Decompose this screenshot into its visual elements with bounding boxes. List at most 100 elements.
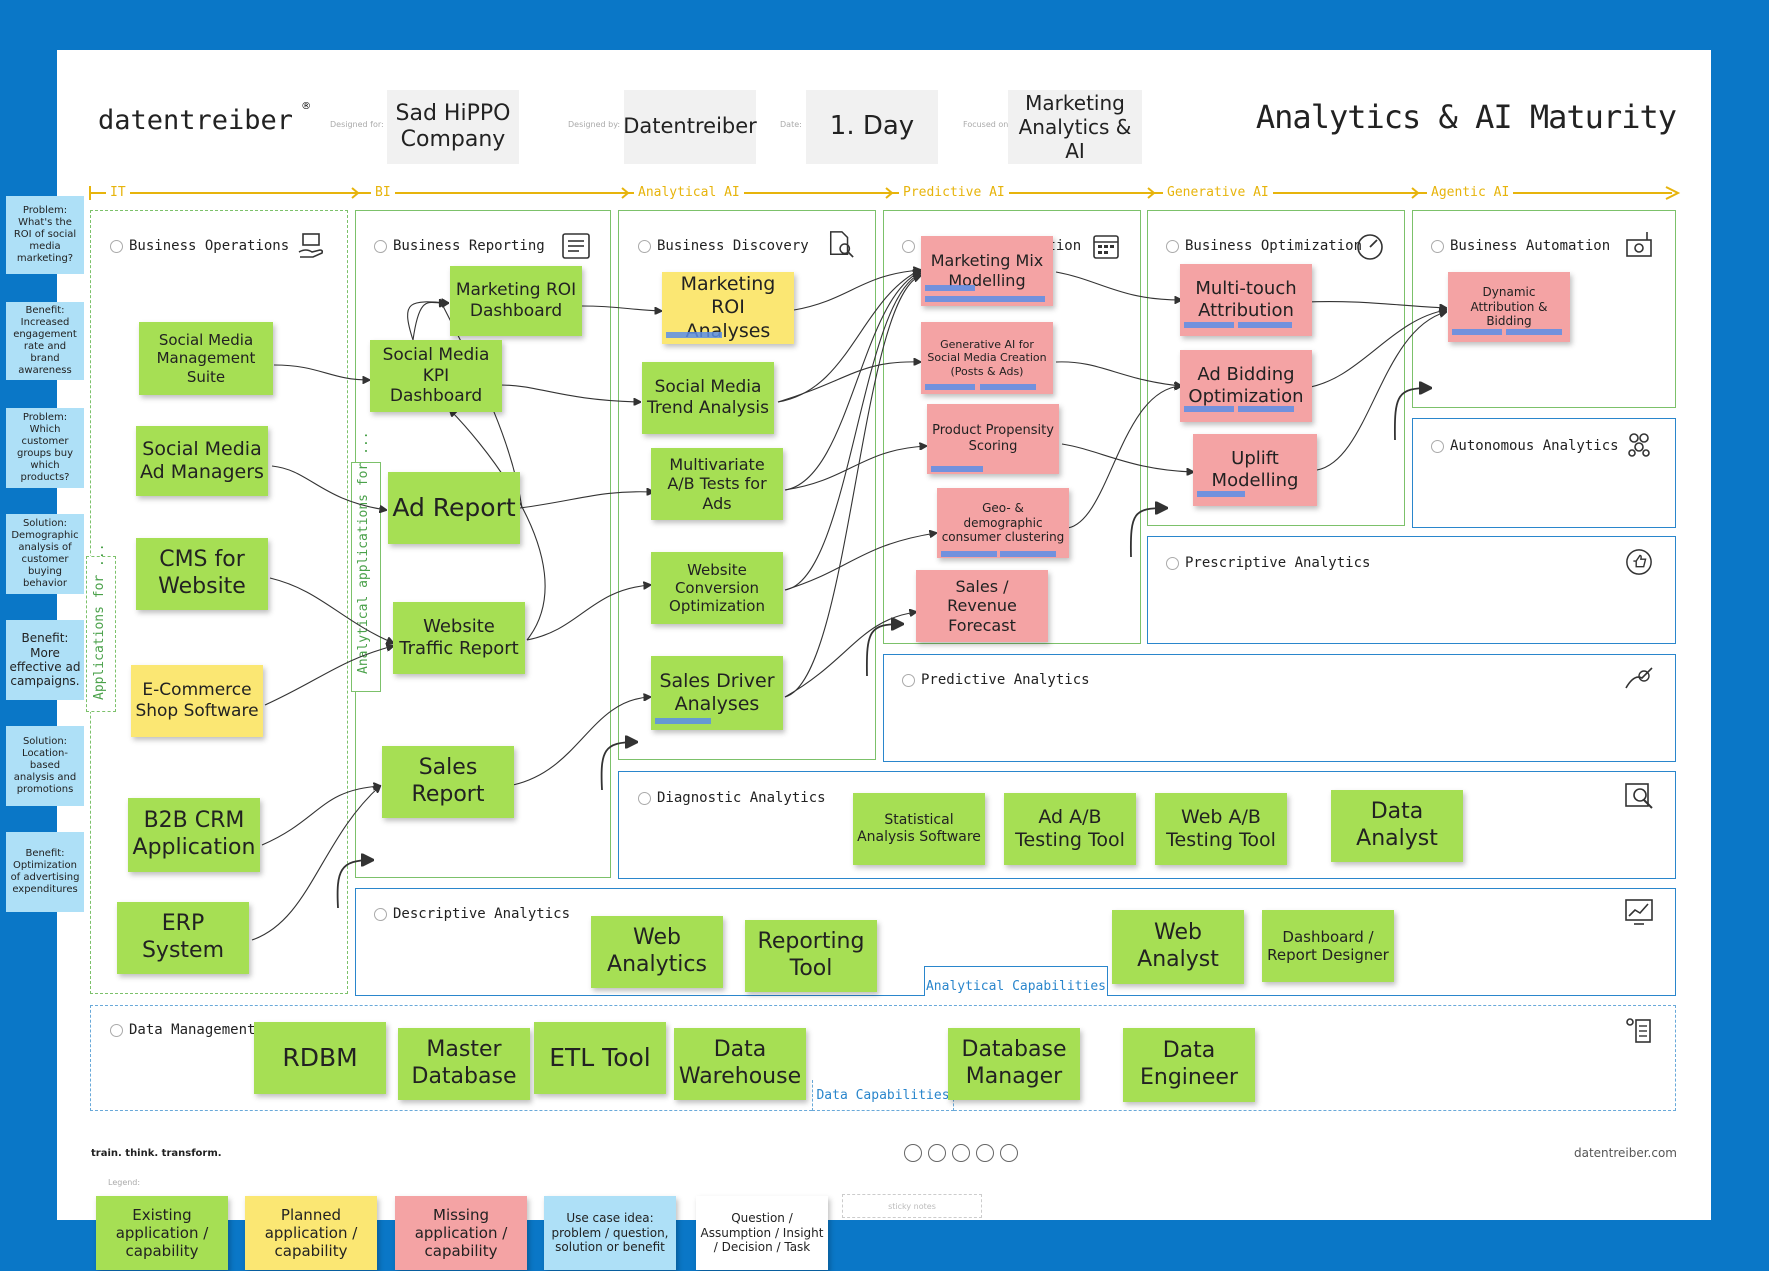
phase-label: BI bbox=[371, 185, 395, 200]
section-label: Autonomous Analytics bbox=[1431, 438, 1619, 454]
tag-chip bbox=[1452, 329, 1502, 335]
sticky-note[interactable]: Ad A/B Testing Tool bbox=[1004, 793, 1136, 865]
business-automation-frame bbox=[1412, 210, 1676, 408]
sticky-note[interactable]: Website Conversion Optimization bbox=[651, 552, 783, 624]
line-chart-icon bbox=[1625, 899, 1653, 925]
site-link[interactable]: datentreiber.com bbox=[1573, 1146, 1677, 1160]
sticky-note[interactable]: Social Media Management Suite bbox=[139, 322, 273, 395]
legend-label: Legend: bbox=[108, 1178, 141, 1187]
business-discovery-frame bbox=[618, 210, 876, 760]
speedometer-icon bbox=[1357, 234, 1383, 260]
data-capabilities-tab: Data Capabilities bbox=[812, 1080, 954, 1111]
autonomous-analytics-frame bbox=[1412, 418, 1676, 528]
sticky-note[interactable]: Statistical Analysis Software bbox=[853, 793, 985, 865]
sticky-note[interactable]: Multivariate A/B Tests for Ads bbox=[651, 448, 783, 520]
sticky-note[interactable]: Web Analyst bbox=[1112, 910, 1244, 984]
sticky-note[interactable]: Social Media Trend Analysis bbox=[642, 362, 774, 434]
sticky-note[interactable]: Geo- & demographic consumer clustering bbox=[937, 488, 1069, 558]
side-card[interactable]: Benefit: Increased engagement rate and b… bbox=[6, 302, 84, 380]
hand-device-icon bbox=[298, 233, 324, 258]
side-card[interactable]: Problem: Which customer groups buy which… bbox=[6, 408, 84, 488]
section-label: Prescriptive Analytics bbox=[1166, 555, 1370, 571]
sticky-note[interactable]: Web Analytics bbox=[591, 916, 723, 988]
legend-item: Missing application / capability bbox=[395, 1196, 527, 1270]
sticky-note[interactable]: Dashboard / Report Designer bbox=[1262, 910, 1394, 982]
diagnostic-magnifier-icon bbox=[1625, 783, 1653, 809]
tag-chip bbox=[980, 384, 1036, 390]
sticky-note[interactable]: Web A/B Testing Tool bbox=[1155, 793, 1287, 865]
tagline: train. think. transform. bbox=[91, 1148, 222, 1159]
tag-chip bbox=[1238, 322, 1292, 328]
sticky-notes-box: sticky notes bbox=[842, 1194, 982, 1218]
sticky-note[interactable]: Marketing ROI Dashboard bbox=[450, 266, 582, 336]
sticky-note[interactable]: Website Traffic Report bbox=[393, 602, 525, 674]
sticky-note[interactable]: B2B CRM Application bbox=[128, 798, 260, 872]
focus-box[interactable]: Marketing Analytics & AI bbox=[1008, 90, 1142, 164]
sticky-note[interactable]: Marketing ROI Analyses bbox=[662, 272, 794, 344]
sticky-note[interactable]: Product Propensity Scoring bbox=[927, 404, 1059, 474]
section-label: Predictive Analytics bbox=[902, 672, 1090, 688]
date-box[interactable]: 1. Day bbox=[806, 90, 938, 164]
section-label: Business Operations bbox=[110, 238, 289, 254]
legend-item: Existing application / capability bbox=[96, 1196, 228, 1270]
license-icons bbox=[904, 1144, 1018, 1162]
predictive-analytics-frame bbox=[883, 654, 1676, 762]
tag-chip bbox=[1184, 322, 1234, 328]
sticky-note[interactable]: Uplift Modelling bbox=[1193, 434, 1317, 506]
tag-chip bbox=[925, 384, 975, 390]
logo: datentreiber ® bbox=[90, 97, 312, 143]
sticky-note[interactable]: Reporting Tool bbox=[745, 920, 877, 992]
phase-label: Analytical AI bbox=[634, 185, 744, 200]
sticky-note[interactable]: RDBM bbox=[254, 1022, 386, 1094]
registered-mark: ® bbox=[301, 101, 312, 112]
sticky-note[interactable]: Generative AI for Social Media Creation … bbox=[921, 322, 1053, 394]
legend-item: Use case idea: problem / question, solut… bbox=[544, 1196, 676, 1270]
tag-chip bbox=[666, 332, 722, 338]
report-list-icon bbox=[562, 233, 590, 259]
side-card[interactable]: Benefit: Optimization of advertising exp… bbox=[6, 832, 84, 912]
document-search-icon bbox=[829, 231, 854, 258]
analytical-capabilities-tab: Analytical Capabilities bbox=[924, 966, 1108, 996]
clipboard-person-icon bbox=[1626, 1018, 1651, 1043]
side-card[interactable]: Problem: What's the ROI of social media … bbox=[6, 196, 84, 274]
sticky-note[interactable]: Social Media Ad Managers bbox=[136, 426, 268, 496]
section-label: Business Optimization bbox=[1166, 238, 1362, 254]
tag-chip bbox=[655, 718, 711, 724]
section-label: Data Management bbox=[110, 1022, 255, 1038]
date-label: Date: bbox=[780, 120, 802, 129]
side-card[interactable]: Solution: Location-based analysis and pr… bbox=[6, 726, 84, 806]
section-label: Diagnostic Analytics bbox=[638, 790, 826, 806]
side-card[interactable]: Benefit: More effective ad campaigns. bbox=[6, 620, 84, 700]
side-card[interactable]: Solution: Demographic analysis of custom… bbox=[6, 514, 84, 594]
phase-label: Agentic AI bbox=[1427, 185, 1514, 200]
tag-chip bbox=[1506, 329, 1562, 335]
designer-box[interactable]: Datentreiber bbox=[623, 90, 757, 164]
sticky-note[interactable]: ERP System bbox=[117, 902, 249, 974]
designed-for-label: Designed for: bbox=[330, 120, 384, 129]
section-label: Descriptive Analytics bbox=[374, 906, 570, 922]
logo-text: datentreiber bbox=[98, 104, 294, 136]
sticky-note[interactable]: Ad Report bbox=[388, 472, 520, 544]
phase-label: Generative AI bbox=[1163, 185, 1273, 200]
sticky-note[interactable]: Database Manager bbox=[948, 1028, 1080, 1100]
sticky-note[interactable]: Sales Report bbox=[382, 746, 514, 818]
sticky-note[interactable]: Master Database bbox=[398, 1028, 530, 1100]
applications-for-tab bbox=[86, 556, 116, 712]
tag-chip bbox=[1238, 406, 1294, 412]
sticky-note[interactable]: Data Analyst bbox=[1331, 790, 1463, 862]
section-label: Business Reporting bbox=[374, 238, 545, 254]
sticky-note[interactable]: Social Media KPI Dashboard bbox=[370, 340, 502, 412]
company-box[interactable]: Sad HiPPO Company bbox=[387, 90, 519, 164]
sticky-note[interactable]: E-Commerce Shop Software bbox=[131, 665, 263, 737]
sticky-note[interactable]: CMS for Website bbox=[136, 538, 268, 610]
sticky-note[interactable]: Sales Driver Analyses bbox=[651, 656, 783, 730]
hexagon-nodes-icon bbox=[1628, 433, 1650, 457]
sticky-note[interactable]: Sales / Revenue Forecast bbox=[916, 570, 1048, 642]
sticky-note[interactable]: ETL Tool bbox=[534, 1022, 666, 1094]
business-prediction-frame bbox=[883, 210, 1141, 644]
sticky-note[interactable]: Data Engineer bbox=[1123, 1028, 1255, 1102]
calculator-calendar-icon bbox=[1093, 235, 1119, 259]
sticky-note[interactable]: Data Warehouse bbox=[674, 1028, 806, 1100]
section-label: Business Discovery bbox=[638, 238, 809, 254]
